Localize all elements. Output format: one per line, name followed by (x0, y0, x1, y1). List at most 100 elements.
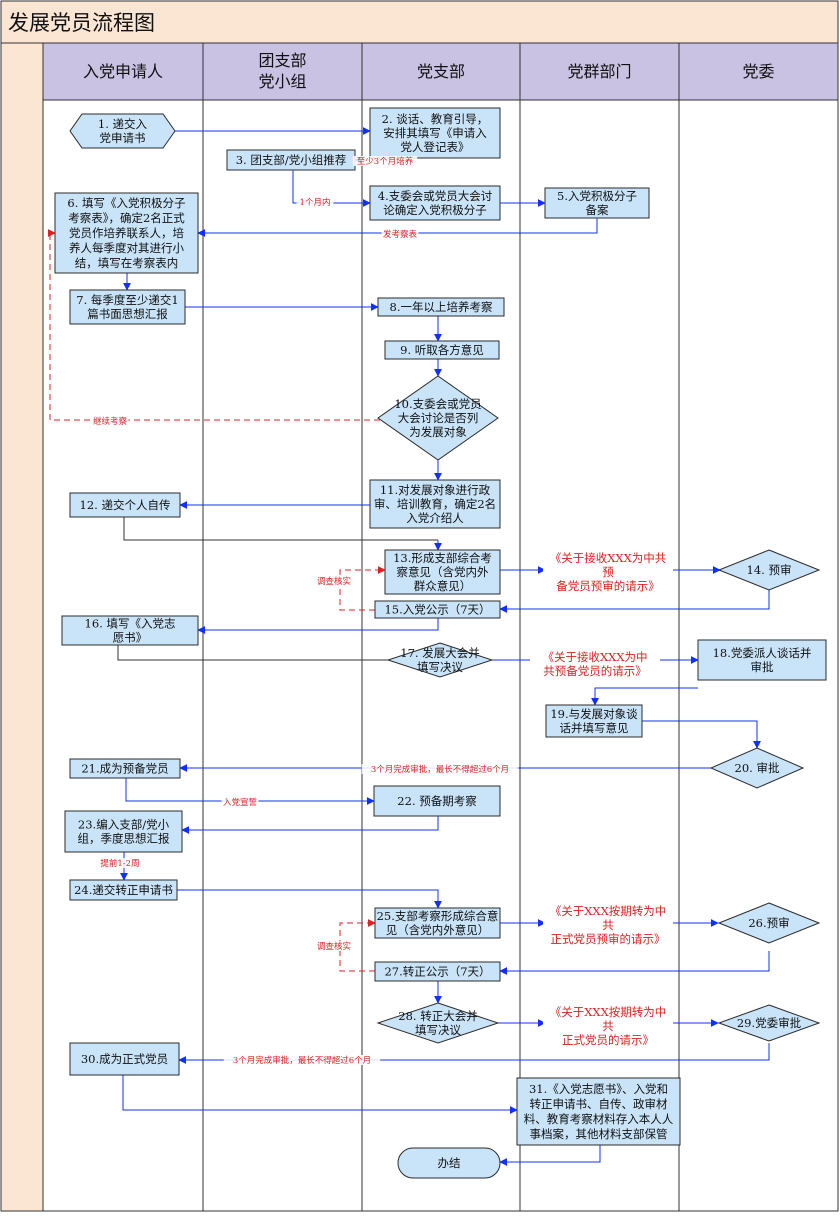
lane-header-line1: 党支部 (417, 62, 465, 81)
left-margin (0, 42, 44, 1212)
node-box (373, 785, 501, 817)
node-box (61, 615, 199, 646)
request-text-line: 正式党员的请示》 (562, 1033, 654, 1047)
node-text-line: 论确定入党积极分子 (383, 203, 487, 217)
flow-node-n6: 6. 填写《入党积极分子考察表》，确定2名正式党员作培养联系人，培养人每季度对其… (54, 192, 199, 274)
lane-header-line1: 团支部 (258, 51, 306, 70)
node-text-line: 料、教育考察材料存入本人人 (524, 1112, 674, 1126)
node-text-line: 见（含党内外意见） (386, 923, 490, 937)
lane-header-line1: 党委 (742, 62, 774, 81)
node-text-line: 考察表》，确定2名正式 (68, 211, 185, 225)
node-text-line: 7. 每季度至少递交1 (76, 293, 178, 307)
node-box (384, 340, 500, 360)
node-text-line: 12. 递交个人自传 (80, 498, 171, 512)
node-box (544, 187, 650, 219)
node-diamond (709, 747, 805, 789)
node-text-line: 察意见（含党内外 (397, 565, 489, 579)
flow-node-n29: 29.党委审批 (717, 1004, 821, 1042)
node-text-line: 填写决议 (417, 660, 463, 674)
node-text-line: 13.形成支部综合考 (393, 551, 492, 565)
node-box (369, 479, 501, 529)
flow-node-n31: 31.《入党志愿书》、入党和转正申请书、自传、政审材料、教育考察材料存入本人人事… (516, 1077, 681, 1146)
node-text-line: 组，季度思想汇报 (78, 832, 170, 846)
lane-header-line2: 党小组 (258, 72, 306, 91)
node-box (384, 549, 501, 595)
node-box (374, 600, 501, 619)
flow-node-n22: 22. 预备期考察 (373, 785, 501, 817)
node-text-line: 19.与发展对象谈 (550, 707, 638, 721)
flow-node-n12: 12. 递交个人自传 (69, 492, 181, 518)
node-box (69, 492, 181, 518)
title-bar (0, 0, 839, 44)
node-text-line: 21.成为预备党员 (81, 762, 168, 776)
node-text-line: 14. 预审 (747, 563, 792, 577)
connector-label-l_1month: 1个月内 (300, 197, 331, 208)
request-text-line: 预 (602, 565, 614, 579)
node-text-line: 审批 (751, 660, 774, 674)
flow-node-end: 办结 (397, 1147, 501, 1179)
request-text-line: 《关于XXX按期转为中 (550, 1005, 667, 1019)
flow-node-n21: 21.成为预备党员 (69, 758, 181, 779)
flow-node-n24: 24.递交转正申请书 (69, 879, 178, 901)
connector-label-l_approve2: 3个月完成审批，最长不得超过6个月 (233, 1055, 371, 1066)
request-text-line: 《关于接收XXX为中共 (550, 551, 667, 565)
lane-header-4: 党群部门 (567, 62, 631, 81)
lane-header-1: 入党申请人 (83, 62, 163, 81)
node-text-line: 养人每季度对其进行小 (69, 241, 184, 255)
node-text-line: 30.成为正式党员 (81, 1052, 168, 1066)
node-terminator (397, 1147, 501, 1179)
flow-node-n8: 8.一年以上培养考察 (377, 297, 505, 317)
node-text-line: 23.编入支部/党小 (78, 818, 170, 832)
connector-label-l_adjust2: 调查核实 (317, 941, 351, 952)
node-text-line: 27.转正公示（7天） (384, 965, 490, 979)
node-box (64, 810, 183, 853)
flow-node-n26: 26.预审 (717, 902, 821, 944)
node-text-line: 事档案，其他材料支部保管 (530, 1127, 668, 1141)
lane-header-3: 党支部 (417, 62, 465, 81)
node-text-line: 党员作培养联系人，培 (69, 226, 184, 240)
flow-node-n14: 14. 预审 (717, 549, 821, 591)
node-text-line: 2. 谈话、教育引导， (382, 112, 489, 126)
node-text-line: 20. 审批 (735, 761, 780, 775)
node-text-line: 1. 递交入 (98, 117, 148, 131)
flow-node-n16: 16. 填写《入党志愿书》 (61, 615, 199, 646)
node-text-line: 为发展对象 (409, 425, 467, 439)
flow-node-n20: 20. 审批 (709, 747, 805, 789)
request-text-line: 《关于接收XXX为中 (542, 650, 647, 664)
node-text-line: 审、培训教育，确定2名 (374, 497, 496, 511)
node-text-line: 15.入党公示（7天） (384, 603, 490, 617)
node-text-line: 转正申请书、自传、政审材 (530, 1097, 668, 1111)
node-text-line: 24.递交转正申请书 (74, 883, 173, 897)
node-box (369, 107, 501, 159)
node-diamond (376, 1002, 500, 1044)
node-text-line: 26.预审 (748, 916, 789, 930)
request-text-line: 共 (602, 1019, 614, 1033)
node-box (54, 192, 199, 274)
lane-header-5: 党委 (742, 62, 774, 81)
node-text-line: 办结 (438, 1156, 461, 1170)
node-text-line: 11.对发展对象进行政 (380, 483, 491, 497)
node-text-line: 备案 (586, 203, 609, 217)
flow-node-n15: 15.入党公示（7天） (374, 600, 501, 619)
flow-node-n23: 23.编入支部/党小组，季度思想汇报 (64, 810, 183, 853)
connector-label-l_adjust1: 调查核实 (317, 576, 351, 587)
node-diamond (717, 902, 821, 944)
node-diamond (377, 375, 499, 461)
node-text-line: 17. 发展大会并 (400, 646, 479, 660)
node-text-line: 党申请书 (100, 131, 146, 145)
node-diamond (386, 642, 494, 678)
